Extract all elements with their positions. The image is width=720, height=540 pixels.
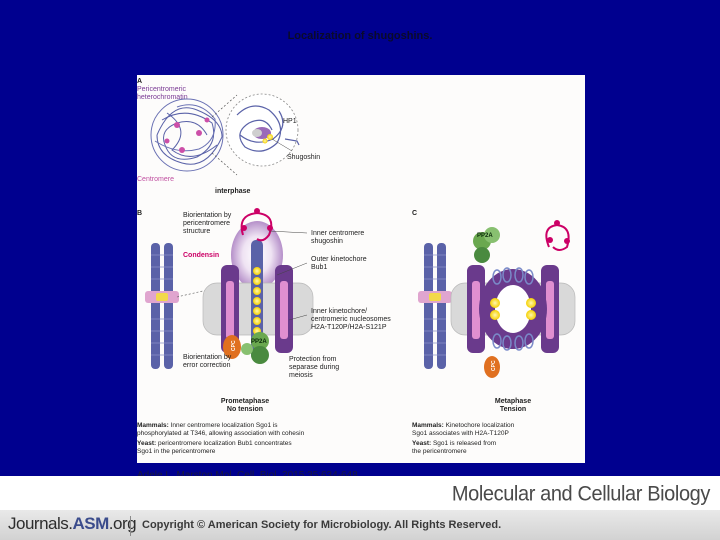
caption-b-yeast-text-2: Sgo1 in the pericentromere: [137, 448, 216, 455]
caption-c-yeast: Yeast: Sgo1 is released from: [412, 440, 496, 447]
logo-suffix: .org: [109, 514, 136, 533]
label-outer-kinetochore-1: Outer kinetochore: [311, 256, 367, 263]
metaphase-chromosome: [418, 243, 452, 369]
prometaphase-chromosome: [145, 243, 179, 369]
caption-c-yeast-text-2: the pericentromere: [412, 448, 467, 455]
caption-c-mammals-text-2: Sgo1 associates with H2A-T120P: [412, 430, 509, 437]
label-biorient-error-1: Biorientation by: [183, 354, 232, 361]
label-cpc-c: CPC: [491, 360, 497, 371]
label-inner-kinetochore-2: centromeric nucleosomes: [311, 316, 391, 323]
caption-c-mammals-label: Mammals:: [412, 422, 444, 429]
label-inner-centromere-2: shugoshin: [311, 238, 343, 245]
caption-b-yeast-label: Yeast:: [137, 440, 156, 447]
panel-b-letter: B: [137, 210, 142, 217]
label-protection-3: meiosis: [289, 372, 313, 379]
panel-c-letter: C: [412, 210, 417, 217]
label-hp1: HP1: [283, 118, 297, 125]
caption-c-yeast-label: Yeast:: [412, 440, 431, 447]
label-inner-kinetochore-1: Inner kinetochore/: [311, 308, 367, 315]
label-outer-kinetochore-2: Bub1: [311, 264, 327, 271]
label-no-tension: No tension: [227, 406, 263, 413]
label-centromere: Centromere: [137, 176, 174, 183]
label-tension: Tension: [500, 406, 526, 413]
logo-asm: ASM: [72, 514, 108, 533]
journal-title: Molecular and Cellular Biology: [452, 482, 710, 506]
label-pp2a-b: PP2A: [251, 339, 267, 345]
footer: Molecular and Cellular Biology Journals.…: [0, 476, 720, 540]
label-biorient-error-2: error correction: [183, 362, 231, 369]
caption-b-mammals-label: Mammals:: [137, 422, 169, 429]
label-inner-centromere-1: Inner centromere: [311, 230, 364, 237]
logo-prefix: Journals.: [8, 514, 72, 533]
caption-b-yeast: Yeast: pericentromere localization Bub1 …: [137, 440, 292, 447]
label-condensin: Condensin: [183, 252, 219, 259]
logo-divider: [130, 516, 131, 536]
label-biorient-structure-2: pericentromere: [183, 220, 230, 227]
label-protection-2: separase during: [289, 364, 339, 371]
label-inner-kinetochore-3: H2A-T120P/H2A-S121P: [311, 324, 387, 331]
slide-title: Localization of shugoshins.: [0, 30, 720, 42]
copyright-notice: Copyright © American Society for Microbi…: [142, 519, 501, 531]
nucleus-chromatin-ball: [151, 99, 223, 171]
caption-b-mammals-text-2: phosphorylated at T346, allowing associa…: [137, 430, 305, 437]
caption-c-mammals-text-1: Kinetochore localization: [446, 422, 515, 429]
figure-panel: A Pericentromeric heterochromatin HP1 Sh…: [137, 75, 585, 463]
panel-a-letter: A: [137, 78, 142, 85]
label-pp2a-c: PP2A: [477, 233, 493, 239]
caption-c-mammals: Mammals: Kinetochore localization: [412, 422, 515, 429]
label-metaphase: Metaphase: [495, 398, 531, 405]
caption-c-yeast-text-1: Sgo1 is released from: [433, 440, 496, 447]
label-cpc-b: CPC: [231, 340, 237, 351]
footer-band: Journals.ASM.org Copyright © American So…: [0, 510, 720, 540]
label-shugoshin: Shugoshin: [287, 154, 320, 161]
label-prometaphase: Prometaphase: [221, 398, 269, 405]
caption-b-mammals: Mammals: Inner centromere localization S…: [137, 422, 278, 429]
label-interphase: interphase: [215, 188, 251, 195]
label-biorient-structure-3: structure: [183, 228, 210, 235]
caption-b-yeast-text-1: pericentromere localization Bub1 concent…: [158, 440, 292, 447]
localization-diagram: A Pericentromeric heterochromatin HP1 Sh…: [137, 75, 585, 463]
label-protection-1: Protection from: [289, 356, 337, 363]
journals-asm-logo: Journals.ASM.org: [8, 514, 136, 534]
label-pericentromeric-1: Pericentromeric: [137, 86, 187, 93]
metaphase-zoom: [451, 220, 575, 378]
caption-b-mammals-text-1: Inner centromere localization Sgo1 is: [171, 422, 279, 429]
label-biorient-structure-1: Biorientation by: [183, 212, 232, 219]
